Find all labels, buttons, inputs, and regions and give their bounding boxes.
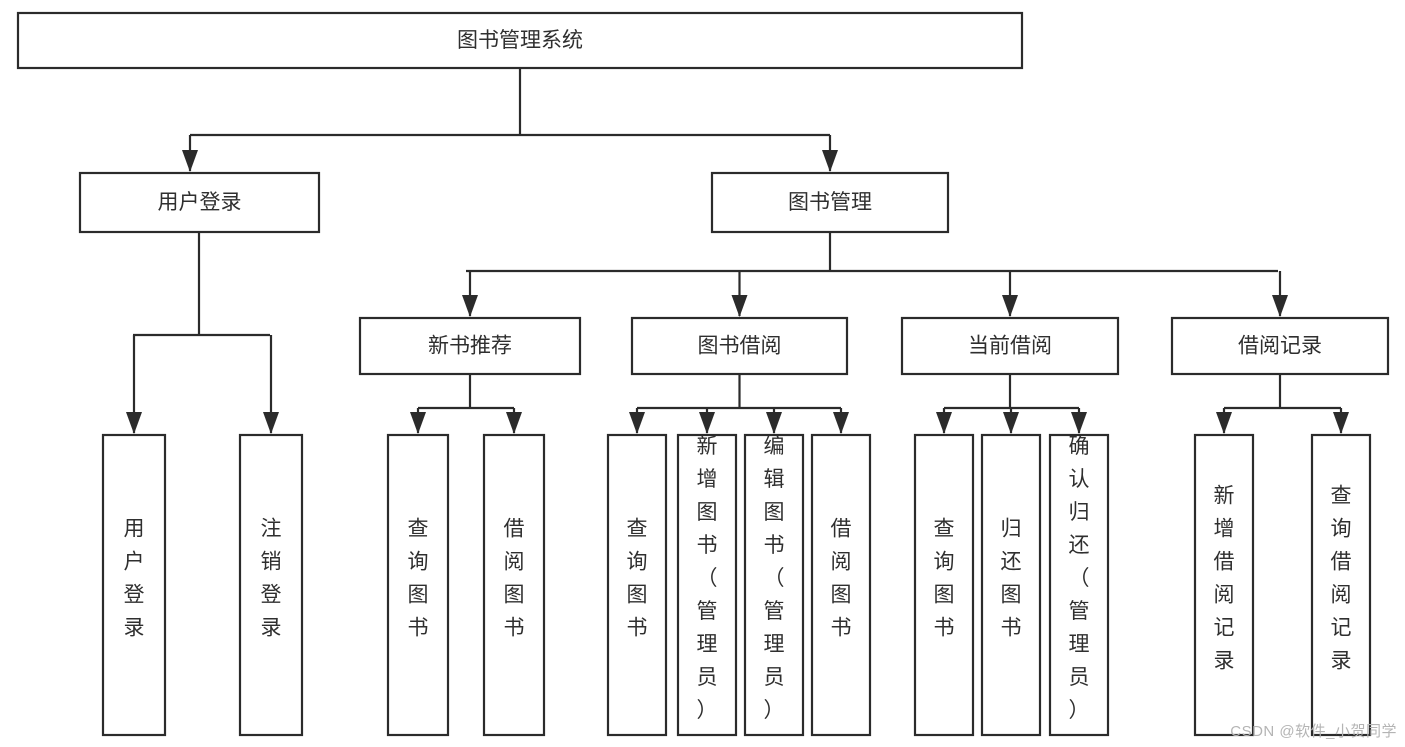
node-leaf-10-确认归还管理员[interactable]: 确认归还（管理员） — [1048, 433, 1110, 737]
csdn-watermark: CSDN @软件_小贺同学 — [1230, 723, 1397, 740]
node-leaf-2-查询图书[interactable]: 查询图书 — [386, 433, 450, 737]
node-label: 当前借阅 — [968, 335, 1052, 358]
node-box — [482, 433, 546, 737]
node-level3-1-图书借阅[interactable]: 图书借阅 — [630, 316, 849, 376]
arrow-down-icon-login-leaf-1 — [263, 412, 279, 434]
node-box — [710, 171, 950, 234]
node-label: 用户登录 — [124, 518, 145, 640]
arrow-down-icon-root-1 — [822, 150, 838, 172]
node-box — [980, 433, 1042, 737]
arrow-down-icon-leaf-0-1 — [506, 412, 522, 434]
node-box — [1048, 433, 1110, 737]
arrow-down-icon-manage-3 — [1272, 295, 1288, 317]
node-label: 注销登录 — [261, 518, 282, 640]
arrow-down-icon-leaf-3-0 — [1216, 412, 1232, 434]
node-box — [386, 433, 450, 737]
arrow-down-icon-manage-1 — [731, 295, 748, 317]
node-label: 借阅记录 — [1238, 335, 1322, 358]
node-leaf-11-新增借阅记录[interactable]: 新增借阅记录 — [1193, 433, 1255, 737]
node-box — [1310, 433, 1372, 737]
arrow-down-icon-leaf-2-1 — [1003, 412, 1019, 434]
arrow-down-icon-leaf-2-0 — [936, 412, 952, 434]
node-box — [913, 433, 975, 737]
node-leaf-1-注销登录[interactable]: 注销登录 — [238, 433, 304, 737]
arrow-down-icon-leaf-1-0 — [629, 412, 645, 434]
node-box — [743, 433, 805, 737]
arrow-down-icon-leaf-0-0 — [410, 412, 426, 434]
arrow-down-icon-login-leaf-0 — [126, 412, 142, 434]
arrow-down-icon-root-0 — [182, 150, 198, 172]
node-leaf-5-新增图书管理员[interactable]: 新增图书（管理员） — [676, 433, 738, 737]
node-root-图书管理系统[interactable]: 图书管理系统 — [16, 11, 1024, 70]
node-box — [238, 433, 304, 737]
node-level2-1-图书管理[interactable]: 图书管理 — [710, 171, 950, 234]
node-label: 查询借阅记录 — [1331, 485, 1352, 673]
node-label: 图书管理 — [788, 191, 872, 214]
node-level3-0-新书推荐[interactable]: 新书推荐 — [358, 316, 582, 376]
node-label: 图书管理系统 — [457, 29, 583, 52]
node-leaf-12-查询借阅记录[interactable]: 查询借阅记录 — [1310, 433, 1372, 737]
node-box — [16, 11, 1024, 70]
node-label: 用户登录 — [158, 191, 242, 214]
node-leaf-6-编辑图书管理员[interactable]: 编辑图书（管理员） — [743, 433, 805, 737]
connectors-layer — [126, 68, 1349, 434]
node-box — [810, 433, 872, 737]
node-box — [606, 433, 668, 737]
node-label: 图书借阅 — [698, 335, 782, 358]
arrow-down-icon-manage-0 — [462, 295, 478, 317]
arrow-down-icon-manage-2 — [1002, 295, 1018, 317]
node-box — [1170, 316, 1390, 376]
node-leaf-8-查询图书[interactable]: 查询图书 — [913, 433, 975, 737]
node-box — [676, 433, 738, 737]
node-label: 借阅图书 — [831, 518, 852, 640]
arrow-down-icon-leaf-1-2 — [766, 412, 782, 434]
node-label: 借阅图书 — [504, 518, 525, 640]
node-label: 归还图书 — [1001, 518, 1022, 640]
node-leaf-4-查询图书[interactable]: 查询图书 — [606, 433, 668, 737]
node-label: 查询图书 — [934, 518, 955, 640]
node-level3-3-借阅记录[interactable]: 借阅记录 — [1170, 316, 1390, 376]
node-label: 新增借阅记录 — [1214, 485, 1235, 673]
nodes-layer: 图书管理系统用户登录图书管理新书推荐图书借阅当前借阅借阅记录用户登录注销登录查询… — [16, 11, 1390, 737]
node-label: 查询图书 — [627, 518, 648, 640]
node-box — [358, 316, 582, 376]
arrow-down-icon-leaf-2-2 — [1071, 412, 1087, 434]
node-level3-2-当前借阅[interactable]: 当前借阅 — [900, 316, 1120, 376]
node-leaf-3-借阅图书[interactable]: 借阅图书 — [482, 433, 546, 737]
node-label: 新书推荐 — [428, 335, 512, 358]
node-label: 编辑图书（管理员） — [764, 435, 785, 722]
node-box — [900, 316, 1120, 376]
node-leaf-7-借阅图书[interactable]: 借阅图书 — [810, 433, 872, 737]
arrow-down-icon-leaf-3-1 — [1333, 412, 1349, 434]
node-label: 查询图书 — [408, 518, 429, 640]
node-label: 确认归还（管理员） — [1069, 435, 1090, 722]
node-leaf-0-用户登录[interactable]: 用户登录 — [101, 433, 167, 737]
node-box — [78, 171, 321, 234]
node-label: 新增图书（管理员） — [697, 435, 718, 722]
node-box — [1193, 433, 1255, 737]
arrow-down-icon-leaf-1-3 — [833, 412, 849, 434]
node-level2-0-用户登录[interactable]: 用户登录 — [78, 171, 321, 234]
node-leaf-9-归还图书[interactable]: 归还图书 — [980, 433, 1042, 737]
arrow-down-icon-leaf-1-1 — [699, 412, 715, 434]
node-box — [101, 433, 167, 737]
node-box — [630, 316, 849, 376]
